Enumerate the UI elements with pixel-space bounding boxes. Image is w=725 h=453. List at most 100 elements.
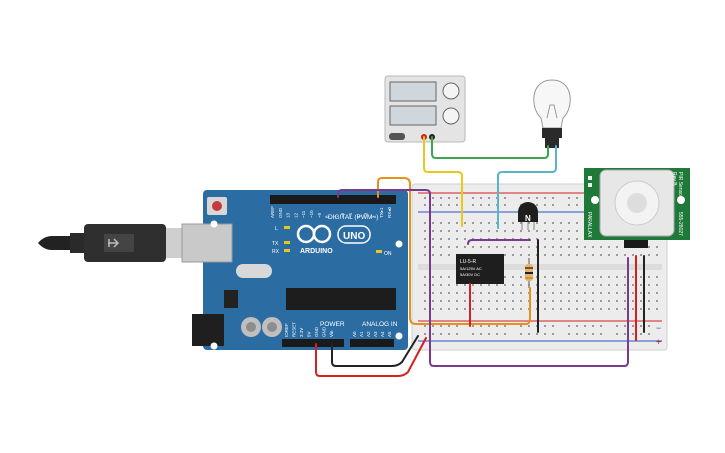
resistor	[525, 258, 533, 288]
breadboard-hole	[568, 276, 570, 278]
breadboard-hole	[632, 292, 634, 294]
breadboard-hole	[456, 333, 458, 335]
breadboard-hole	[464, 284, 466, 286]
pir-sensor: PIR Sensor Rev B 555-28027 PARALLAX	[584, 168, 690, 248]
breadboard-hole	[488, 230, 490, 232]
breadboard-hole	[608, 276, 610, 278]
breadboard-hole	[432, 204, 434, 206]
breadboard-hole	[424, 308, 426, 310]
breadboard-hole	[632, 333, 634, 335]
pin-label: ~3	[364, 212, 369, 218]
breadboard-hole	[624, 308, 626, 310]
breadboard-hole	[424, 246, 426, 248]
breadboard-hole	[432, 276, 434, 278]
breadboard-hole	[512, 284, 514, 286]
breadboard-hole	[648, 284, 650, 286]
breadboard-hole	[432, 284, 434, 286]
breadboard-hole	[544, 197, 546, 199]
breadboard-hole	[648, 325, 650, 327]
breadboard-hole	[520, 254, 522, 256]
breadboard-hole	[600, 325, 602, 327]
breadboard-hole	[640, 308, 642, 310]
breadboard-hole	[512, 300, 514, 302]
breadboard-hole	[424, 333, 426, 335]
on-led-label: ON	[384, 251, 392, 257]
breadboard-hole	[584, 246, 586, 248]
breadboard-hole	[496, 292, 498, 294]
breadboard-hole	[576, 284, 578, 286]
breadboard-hole	[512, 308, 514, 310]
breadboard-hole	[648, 276, 650, 278]
breadboard-hole	[480, 292, 482, 294]
pin-label: A4	[380, 331, 385, 337]
breadboard-hole	[440, 284, 442, 286]
breadboard-hole	[640, 276, 642, 278]
breadboard-hole	[504, 333, 506, 335]
breadboard-hole	[544, 246, 546, 248]
breadboard-hole	[464, 300, 466, 302]
breadboard-hole	[568, 254, 570, 256]
breadboard-hole	[528, 333, 530, 335]
breadboard-hole	[568, 333, 570, 335]
breadboard-hole	[640, 254, 642, 256]
breadboard-hole	[528, 197, 530, 199]
breadboard-hole	[504, 230, 506, 232]
breadboard-hole	[448, 204, 450, 206]
breadboard-hole	[568, 300, 570, 302]
breadboard-hole	[656, 308, 658, 310]
breadboard-hole	[632, 276, 634, 278]
breadboard-hole	[600, 254, 602, 256]
breadboard-hole	[600, 246, 602, 248]
breadboard-hole	[480, 197, 482, 199]
breadboard-hole	[560, 222, 562, 224]
breadboard-hole	[464, 246, 466, 248]
breadboard-hole	[464, 292, 466, 294]
breadboard-hole	[432, 308, 434, 310]
breadboard-hole	[592, 325, 594, 327]
breadboard-hole	[560, 246, 562, 248]
breadboard-hole	[648, 254, 650, 256]
breadboard-hole	[544, 292, 546, 294]
breadboard-hole	[576, 333, 578, 335]
breadboard-hole	[448, 238, 450, 240]
breadboard-hole	[440, 230, 442, 232]
breadboard-hole	[656, 246, 658, 248]
breadboard-hole	[584, 284, 586, 286]
breadboard-hole	[656, 284, 658, 286]
breadboard-hole	[600, 300, 602, 302]
breadboard-hole	[448, 284, 450, 286]
breadboard-hole	[456, 222, 458, 224]
breadboard-hole	[608, 292, 610, 294]
breadboard-hole	[488, 292, 490, 294]
pin-label: A3	[373, 331, 378, 337]
breadboard-hole	[448, 300, 450, 302]
breadboard-hole	[440, 246, 442, 248]
breadboard-hole	[528, 222, 530, 224]
breadboard-hole	[544, 222, 546, 224]
breadboard-hole	[488, 308, 490, 310]
breadboard-hole	[592, 308, 594, 310]
breadboard-hole	[464, 308, 466, 310]
breadboard-hole	[536, 238, 538, 240]
breadboard-hole	[456, 246, 458, 248]
breadboard-hole	[520, 292, 522, 294]
breadboard-hole	[536, 230, 538, 232]
breadboard-hole	[456, 238, 458, 240]
breadboard-hole	[456, 197, 458, 199]
breadboard-hole	[424, 238, 426, 240]
breadboard-hole	[544, 325, 546, 327]
breadboard-hole	[488, 246, 490, 248]
breadboard-hole	[616, 292, 618, 294]
breadboard-hole	[456, 308, 458, 310]
breadboard-hole	[424, 284, 426, 286]
breadboard-hole	[520, 333, 522, 335]
breadboard-hole	[552, 308, 554, 310]
pin-label: 4	[356, 215, 361, 218]
breadboard-hole	[544, 308, 546, 310]
breadboard-hole	[472, 300, 474, 302]
pin-label: ~6	[340, 212, 345, 218]
pin-label: 3.3V	[299, 328, 304, 337]
breadboard-hole	[448, 230, 450, 232]
breadboard-hole	[432, 325, 434, 327]
breadboard-hole	[456, 230, 458, 232]
